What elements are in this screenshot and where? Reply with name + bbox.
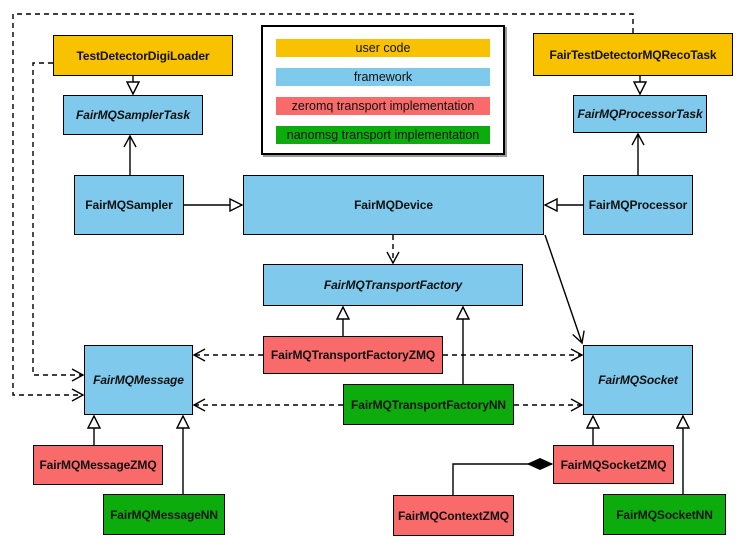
- edge-dependency-recotask-message: [12, 13, 634, 402]
- class-box-fairmqtransportfactoryzmq: FairMQTransportFactoryZMQ: [263, 336, 443, 374]
- edge-association-device-socket: [544, 234, 585, 345]
- legend: user code framework zeromq transport imp…: [261, 25, 505, 155]
- class-box-fairmqcontextzmq: FairMQContextZMQ: [393, 495, 514, 536]
- class-box-testdetectordigiloader: TestDetectorDigiLoader: [53, 35, 233, 76]
- class-box-fairmqsamplertask: FairMQSamplerTask: [63, 95, 203, 135]
- legend-item-zeromq: zeromq transport implementation: [276, 97, 490, 115]
- edge-dependency-digiloader-message: [32, 62, 85, 382]
- class-box-fairtestdetectormqrecotask: FairTestDetectorMQRecoTask: [533, 33, 733, 76]
- class-box-fairmqprocessor: FairMQProcessor: [583, 175, 693, 235]
- class-box-fairmqsampler: FairMQSampler: [74, 175, 184, 235]
- class-box-fairmqsocket: FairMQSocket: [583, 345, 693, 415]
- legend-item-nanomsg: nanomsg transport implementation: [276, 126, 490, 144]
- class-box-fairmqmessagezmq: FairMQMessageZMQ: [33, 445, 163, 485]
- legend-item-user-code: user code: [276, 39, 490, 57]
- class-box-fairmqmessagenn: FairMQMessageNN: [103, 494, 225, 535]
- class-box-fairmqprocessortask: FairMQProcessorTask: [573, 95, 707, 133]
- edge-composition-sockzmq-contextzmq: [452, 464, 552, 495]
- legend-item-framework: framework: [276, 68, 490, 86]
- class-box-fairmqdevice: FairMQDevice: [243, 175, 544, 235]
- class-box-fairmqtransportfactory: FairMQTransportFactory: [263, 264, 523, 306]
- class-box-fairmqsocketnn: FairMQSocketNN: [603, 494, 726, 535]
- class-box-fairmqtransportfactorynn: FairMQTransportFactoryNN: [343, 384, 514, 425]
- class-box-fairmqmessage: FairMQMessage: [84, 345, 193, 415]
- class-box-fairmqsocketzmq: FairMQSocketZMQ: [553, 445, 674, 484]
